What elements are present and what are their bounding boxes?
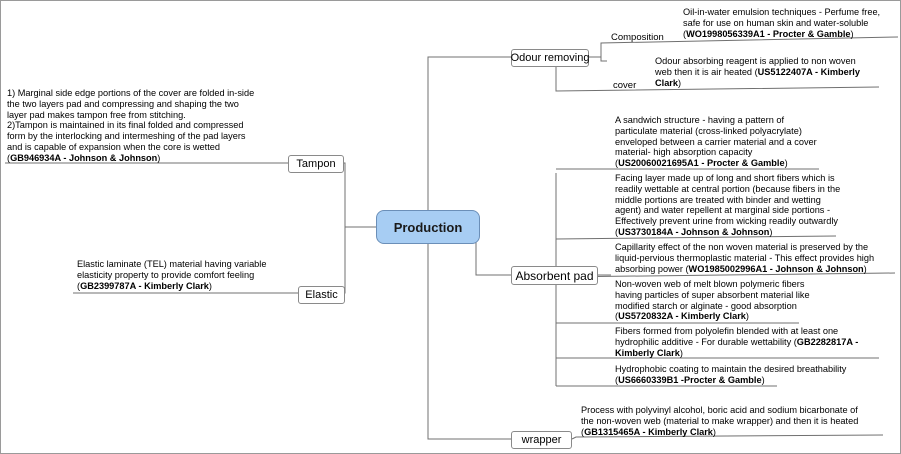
node-label: Tampon xyxy=(296,158,336,170)
note-ref: GB1315465A - Kimberly Clark xyxy=(584,426,713,437)
note-ref-line: (GB2399787A - Kimberly Clark) xyxy=(77,280,212,291)
note-line: layer pad makes tampon free from stitchi… xyxy=(7,109,186,120)
note-line: Oil-in-water emulsion techniques - Perfu… xyxy=(683,7,881,17)
note-line: A sandwich structure - having a pattern … xyxy=(615,115,785,125)
note-line: form by the interlocking and intermeshin… xyxy=(7,131,246,142)
note-ref-line: (GB1315465A - Kimberly Clark) xyxy=(581,426,716,437)
note-line: the non-woven web (material to make wrap… xyxy=(581,415,859,426)
note-line: Non-woven web of melt blown polymeric fi… xyxy=(615,279,805,289)
note-line: Odour absorbing reagent is applied to no… xyxy=(655,56,856,66)
note-ref: US3730184A - Johnson & Johnson xyxy=(618,226,770,237)
note-absorbent-4: Non-woven web of melt blown polymeric fi… xyxy=(615,279,810,322)
note-ref-line: Clark) xyxy=(655,77,682,88)
underline-wrapper xyxy=(571,434,884,440)
note-line: absorbing power (WO1985002996A1 - Johnso… xyxy=(615,263,867,274)
note-ref-line: Kimberly Clark) xyxy=(615,347,683,358)
note-line: modified starch or alginate - good absor… xyxy=(615,300,797,311)
node-label: wrapper xyxy=(521,434,562,446)
note-line: 1) Marginal side edge portions of the co… xyxy=(7,88,255,98)
note-line: Facing layer made up of long and short f… xyxy=(615,173,835,183)
note-ref-line: (US20060021695A1 - Procter & Gamble) xyxy=(615,158,788,169)
label-composition: Composition xyxy=(611,32,664,43)
link-cover xyxy=(555,67,880,92)
note-line: particulate material (cross-linked polya… xyxy=(615,125,802,136)
note-line: elasticity property to provide comfort f… xyxy=(77,269,255,280)
note-elastic: Elastic laminate (TEL) material having v… xyxy=(77,259,266,291)
note-composition: Oil-in-water emulsion techniques - Perfu… xyxy=(683,7,880,39)
note-ref-line: (GB946934A - Johnson & Johnson) xyxy=(7,152,161,163)
note-ref-line: (US3730184A - Johnson & Johnson) xyxy=(615,226,773,237)
note-line: middle portions are treated with binder … xyxy=(615,194,821,205)
note-ref: Kimberly Clark xyxy=(615,347,680,358)
note-line: Effectively prevent urine from wicking r… xyxy=(615,216,838,227)
note-ref: GB2399787A - Kimberly Clark xyxy=(80,280,209,291)
note-ref: US5720832A - Kimberly Clark xyxy=(618,311,746,322)
note-ref: WO1985002996A1 - Johnson & Johnson xyxy=(688,263,864,274)
note-line: and is capable of expansion when the cor… xyxy=(7,141,220,152)
node-label: Odour removing xyxy=(510,52,590,64)
central-node-production[interactable]: Production xyxy=(376,210,480,244)
central-label: Production xyxy=(393,219,463,235)
node-wrapper[interactable]: wrapper xyxy=(511,431,572,449)
note-line: Hydrophobic coating to maintain the desi… xyxy=(615,364,847,374)
note-line: enveloped between a carrier material and… xyxy=(615,136,817,147)
note-absorbent-5: Fibers formed from polyolefin blended wi… xyxy=(615,326,858,358)
note-line: Fibers formed from polyolefin blended wi… xyxy=(615,326,839,336)
note-line: readily wettable at central portion (bec… xyxy=(615,183,841,194)
note-ref: US6660339B1 -Procter & Gamble xyxy=(618,374,762,385)
node-elastic[interactable]: Elastic xyxy=(298,286,345,304)
link-odour xyxy=(427,56,511,227)
note-ref-line: (US6660339B1 -Procter & Gamble) xyxy=(615,374,765,385)
note-ref: GB2282817A - xyxy=(796,336,859,347)
link-wrapper xyxy=(427,227,511,440)
link-elastic xyxy=(298,226,376,294)
note-tampon: 1) Marginal side edge portions of the co… xyxy=(7,88,254,164)
note-line: 2)Tampon is maintained in its final fold… xyxy=(7,120,244,131)
note-line: safe for use on human skin and water-sol… xyxy=(683,17,869,28)
note-line: having particles of super absorbent mate… xyxy=(615,289,810,300)
label-cover: cover xyxy=(613,80,637,91)
note-line: hydrophilic additive - For durable wetta… xyxy=(615,336,859,347)
node-label: Elastic xyxy=(305,289,338,301)
note-text: hydrophilic additive - For durable wetta… xyxy=(615,336,794,347)
note-ref: GB946934A - Johnson & Johnson xyxy=(10,152,158,163)
note-line: Capillarity effect of the non woven mate… xyxy=(615,242,869,252)
note-ref: WO1998056339A1 - Procter & Gamble xyxy=(686,28,851,39)
note-ref: Clark xyxy=(655,77,678,88)
note-text: web then it is air heated xyxy=(655,66,755,77)
note-line: the two layers pad and compressing and s… xyxy=(7,98,239,109)
note-text: absorbing power xyxy=(615,263,686,274)
note-wrapper: Process with polyvinyl alcohol, boric ac… xyxy=(581,405,858,437)
node-absorbent-pad[interactable]: Absorbent pad xyxy=(511,266,598,285)
note-line: agent) and water repellent at marginal s… xyxy=(615,205,831,216)
note-line: Process with polyvinyl alcohol, boric ac… xyxy=(581,405,858,415)
note-ref-line: (US5720832A - Kimberly Clark) xyxy=(615,311,749,322)
note-ref: US5122407A - Kimberly xyxy=(757,66,860,77)
node-label: Absorbent pad xyxy=(515,268,594,283)
node-tampon[interactable]: Tampon xyxy=(288,155,344,173)
note-ref: US20060021695A1 - Procter & Gamble xyxy=(618,158,785,169)
node-odour-removing[interactable]: Odour removing xyxy=(511,49,589,67)
note-line: Elastic laminate (TEL) material having v… xyxy=(77,259,267,269)
note-absorbent-1: A sandwich structure - having a pattern … xyxy=(615,115,817,169)
note-absorbent-3: Capillarity effect of the non woven mate… xyxy=(615,242,874,274)
note-cover: Odour absorbing reagent is applied to no… xyxy=(655,56,860,88)
note-absorbent-2: Facing layer made up of long and short f… xyxy=(615,173,840,238)
note-line: liquid-pervious thermoplastic material -… xyxy=(615,252,875,263)
note-absorbent-6: Hydrophobic coating to maintain the desi… xyxy=(615,364,846,386)
note-ref-line: (WO1998056339A1 - Procter & Gamble) xyxy=(683,28,854,39)
note-line: web then it is air heated (US5122407A - … xyxy=(655,66,860,77)
note-line: material- high absorption capacity xyxy=(615,147,753,158)
